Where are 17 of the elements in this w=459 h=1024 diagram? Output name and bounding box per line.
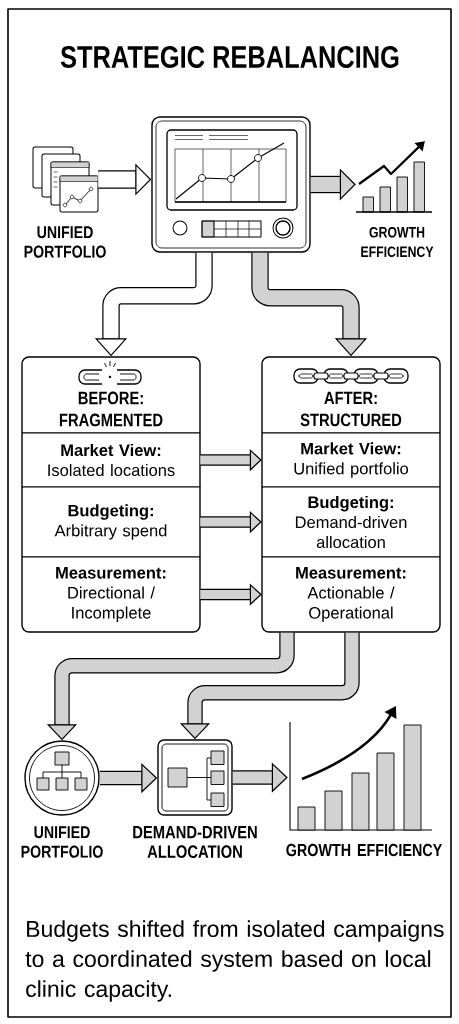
icon-caption: GROWTH EFFICIENCY [361, 226, 434, 258]
document-stack-icon [32, 146, 99, 213]
table-row: Market View: Isolated locations [21, 432, 201, 477]
caption: Budgets shifted from isolated campaigns to a coordinated system based on local clinic capacity. [25, 920, 444, 1002]
bar-chart-icon [289, 706, 433, 831]
table-row: Budgeting: Demand-driven allocation [261, 486, 441, 549]
table-row: Measurement: Directional / Incomplete [21, 556, 201, 622]
icon-caption: DEMAND-DRIVEN ALLOCATION [133, 825, 257, 859]
icon-caption: UNIFIED PORTFOLIO [24, 226, 106, 258]
table-row: Measurement: Actionable / Operational [261, 556, 441, 622]
table-row: Market View: Unified portfolio [261, 432, 441, 478]
growth-chart-icon [355, 141, 433, 213]
monitor-icon [151, 116, 311, 253]
icon-caption: GROWTH EFFICIENCY [286, 843, 443, 857]
icon-caption: UNIFIED PORTFOLIO [21, 826, 103, 858]
table-row: Budgeting: Arbitrary spend [21, 486, 201, 540]
title: STRATEGIC REBALANCING [60, 46, 399, 68]
